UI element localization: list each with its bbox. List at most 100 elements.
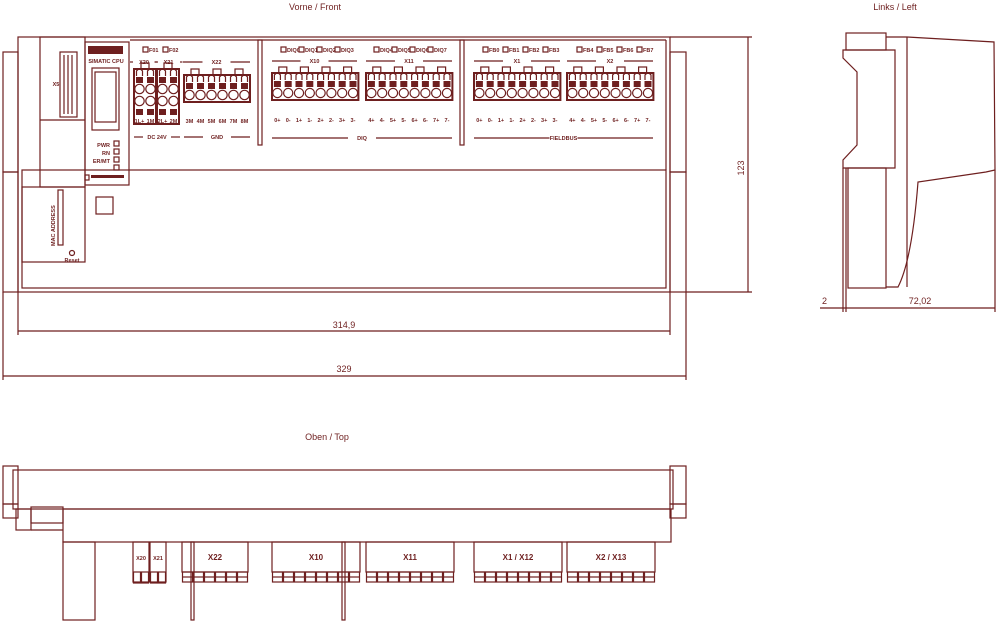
- dimension-outer-width: 329: [336, 364, 351, 374]
- fb-led-label: FB0: [489, 48, 499, 54]
- terminal-label: 6M: [219, 119, 227, 125]
- led-label-pwr: PWR: [97, 143, 110, 149]
- dimension-inner-width: 314,9: [333, 320, 356, 330]
- terminal-label: 7-: [646, 118, 651, 124]
- terminal-screw[interactable]: [315, 87, 326, 99]
- power-led-f02: [162, 46, 169, 53]
- terminal-screw[interactable]: [431, 87, 442, 99]
- terminal-screw[interactable]: [293, 87, 305, 99]
- front-view: X5 SIMATIC CPU PWR RN ER/MT MAC ADDRESS …: [2, 36, 752, 380]
- diq-led: [391, 46, 398, 53]
- terminal-screw[interactable]: [217, 89, 228, 101]
- diq-led: [427, 46, 434, 53]
- terminal-screw[interactable]: [549, 87, 561, 99]
- diq-led-label: DIQ4: [380, 48, 394, 54]
- connector-x2[interactable]: [566, 66, 655, 101]
- front-view-title: Vorne / Front: [289, 2, 342, 12]
- terminal-screw[interactable]: [599, 87, 611, 99]
- terminal-screw[interactable]: [206, 89, 217, 101]
- terminal-screw[interactable]: [326, 87, 337, 99]
- terminal-screw[interactable]: [366, 87, 377, 99]
- mac-address-label: MAC ADDRESS: [51, 205, 57, 246]
- terminal-screw[interactable]: [632, 87, 643, 99]
- terminal-label: 3+: [339, 118, 345, 124]
- fb-led-label: FB3: [549, 48, 559, 54]
- connector-x20[interactable]: [133, 62, 157, 125]
- terminal-screw[interactable]: [539, 87, 550, 99]
- terminal-screw[interactable]: [304, 87, 315, 99]
- terminal-label: 5M: [208, 119, 216, 125]
- top-connector-label: X1 / X12: [503, 553, 534, 562]
- terminal-screw[interactable]: [588, 87, 600, 99]
- terminal-label: 3-: [553, 118, 558, 124]
- terminal-screw[interactable]: [337, 87, 348, 99]
- terminal-screw[interactable]: [420, 87, 431, 99]
- connector-x10[interactable]: [271, 66, 360, 101]
- group-label-dc24v: DC 24V: [147, 135, 167, 141]
- terminal-screw[interactable]: [485, 87, 496, 99]
- reset-button[interactable]: [68, 249, 76, 257]
- top-connector: X21: [149, 541, 167, 584]
- terminal-screw[interactable]: [567, 87, 578, 99]
- led-label-er-mt: ER/MT: [93, 159, 111, 165]
- terminal-screw[interactable]: [145, 83, 156, 95]
- terminal-screw[interactable]: [409, 87, 420, 99]
- terminal-screw[interactable]: [506, 87, 517, 99]
- terminal-screw[interactable]: [578, 87, 589, 99]
- fb-led-fb2: [522, 46, 529, 53]
- terminal-screw[interactable]: [621, 87, 632, 99]
- terminal-label: 5-: [401, 118, 406, 124]
- connector-x1-label: X1: [514, 59, 521, 65]
- terminal-screw[interactable]: [134, 83, 145, 95]
- left-view-title: Links / Left: [873, 2, 917, 12]
- terminal-screw[interactable]: [184, 89, 195, 101]
- siemens-logo: [88, 46, 123, 54]
- terminal-screw[interactable]: [272, 87, 283, 99]
- terminal-screw[interactable]: [441, 87, 453, 99]
- terminal-label: 7-: [445, 118, 450, 124]
- terminal-screw[interactable]: [474, 87, 485, 99]
- top-connector-label: X10: [309, 553, 324, 562]
- top-connector: X10: [271, 541, 361, 583]
- terminal-screw[interactable]: [168, 83, 179, 95]
- diq-led: [409, 46, 416, 53]
- terminal-screw[interactable]: [610, 87, 621, 99]
- terminal-screw[interactable]: [517, 87, 528, 99]
- reset-label: Reset: [65, 258, 80, 264]
- terminal-screw[interactable]: [195, 89, 206, 101]
- fb-led: [616, 46, 623, 53]
- led-label-rn: RN: [102, 151, 110, 157]
- terminal-screw[interactable]: [377, 87, 388, 99]
- top-view-title: Oben / Top: [305, 432, 349, 442]
- terminal-screw[interactable]: [347, 87, 359, 99]
- fb-led-label: FB5: [603, 48, 613, 54]
- terminal-label: 0+: [274, 118, 280, 124]
- fb-led-label: FB4: [583, 48, 594, 54]
- terminal-label: 5+: [591, 118, 597, 124]
- terminal-label: 4M: [197, 119, 205, 125]
- terminal-screw[interactable]: [642, 87, 654, 99]
- terminal-screw[interactable]: [398, 87, 409, 99]
- diq-led-diq2: [316, 46, 323, 53]
- terminal-screw[interactable]: [283, 87, 294, 99]
- terminal-label: 0-: [488, 118, 493, 124]
- connector-x22[interactable]: [183, 68, 251, 103]
- connector-x21[interactable]: [156, 62, 180, 125]
- terminal-label: 3-: [351, 118, 356, 124]
- connector-x22-label: X22: [212, 60, 222, 66]
- terminal-screw[interactable]: [157, 83, 168, 95]
- terminal-screw[interactable]: [239, 89, 250, 101]
- terminal-screw[interactable]: [528, 87, 539, 99]
- connector-x11[interactable]: [365, 66, 454, 101]
- terminal-screw[interactable]: [495, 87, 507, 99]
- terminal-label: 4+: [569, 118, 575, 124]
- fb-led-label: FB2: [529, 48, 539, 54]
- terminal-screw[interactable]: [387, 87, 399, 99]
- top-connector: X1 / X12: [473, 541, 563, 583]
- terminal-screw[interactable]: [228, 89, 239, 101]
- connector-x1[interactable]: [473, 66, 562, 101]
- top-connector: X11: [365, 541, 455, 583]
